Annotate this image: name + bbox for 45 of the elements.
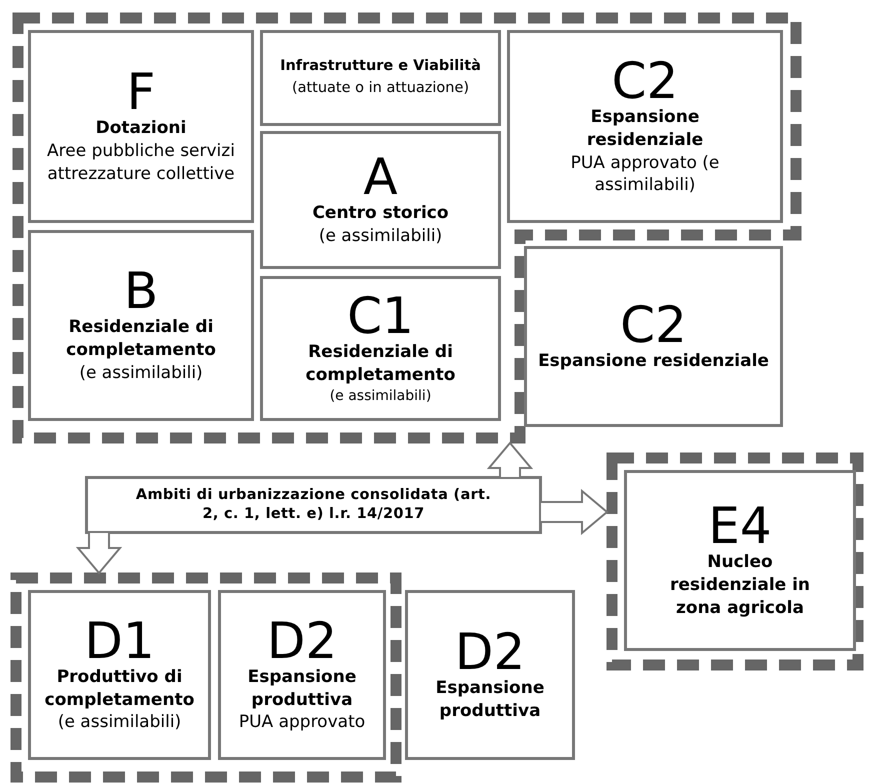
zone-box — [260, 276, 501, 421]
zone-text: Centro storico — [312, 202, 449, 225]
zone-text: Espansione residenziale — [586, 106, 704, 152]
zone-box — [260, 30, 501, 126]
zone-text: Residenziale di completamento — [65, 316, 217, 362]
zone-text: Aree pubbliche servizi attrezzature collettive — [46, 140, 236, 186]
zone-text: (e assimilabili) — [58, 711, 182, 734]
zone-text: Produttivo di completamento — [44, 666, 196, 712]
zone-code: F — [126, 67, 156, 118]
zone-box — [28, 230, 254, 421]
zone-text: (e assimilabili) — [330, 386, 432, 406]
zone-code: A — [363, 152, 398, 202]
zone-code: C1 — [347, 290, 414, 341]
zone-code: B — [124, 266, 158, 316]
zone-text: Ambiti di urbanizzazione consolidata (art. 2, c. 1, lett. e) l.r. 14/2017 — [134, 486, 492, 524]
zone-box — [260, 131, 501, 269]
block-arrow — [486, 441, 534, 479]
zone-box — [507, 30, 783, 223]
zone-text: Dotazioni — [96, 117, 186, 140]
zone-text: Nucleo residenziale in zona agricola — [668, 551, 812, 620]
zone-code: D2 — [454, 627, 526, 678]
zone-code: D2 — [266, 616, 338, 666]
zone-box — [28, 30, 254, 223]
zone-text: (e assimilabili) — [79, 362, 203, 385]
zone-box — [524, 246, 783, 427]
zone-text: (e assimilabili) — [318, 225, 442, 248]
zone-box — [405, 590, 575, 760]
zone-text: Infrastrutture e Viabilità — [280, 57, 481, 76]
zone-code: C2 — [620, 300, 687, 350]
block-arrow — [76, 531, 122, 575]
zone-text: Espansione residenziale — [538, 350, 769, 373]
zone-text: Residenziale di completamento — [304, 340, 456, 387]
block-arrow — [539, 488, 609, 536]
zone-box — [218, 590, 386, 760]
zone-code: C2 — [612, 56, 678, 106]
zone-text: Espansione produttiva — [434, 677, 546, 723]
zone-code: E4 — [708, 501, 772, 552]
zone-code: D1 — [84, 616, 155, 666]
zone-text: PUA approvato — [238, 711, 366, 734]
zone-text: (attuate o in attuazione) — [292, 78, 470, 98]
zone-box — [624, 470, 856, 651]
zone-text: Espansione produttiva — [246, 666, 358, 712]
zone-box — [28, 590, 211, 760]
zone-text: PUA approvato (e assimilabili) — [570, 152, 720, 198]
label-bar — [85, 476, 542, 534]
